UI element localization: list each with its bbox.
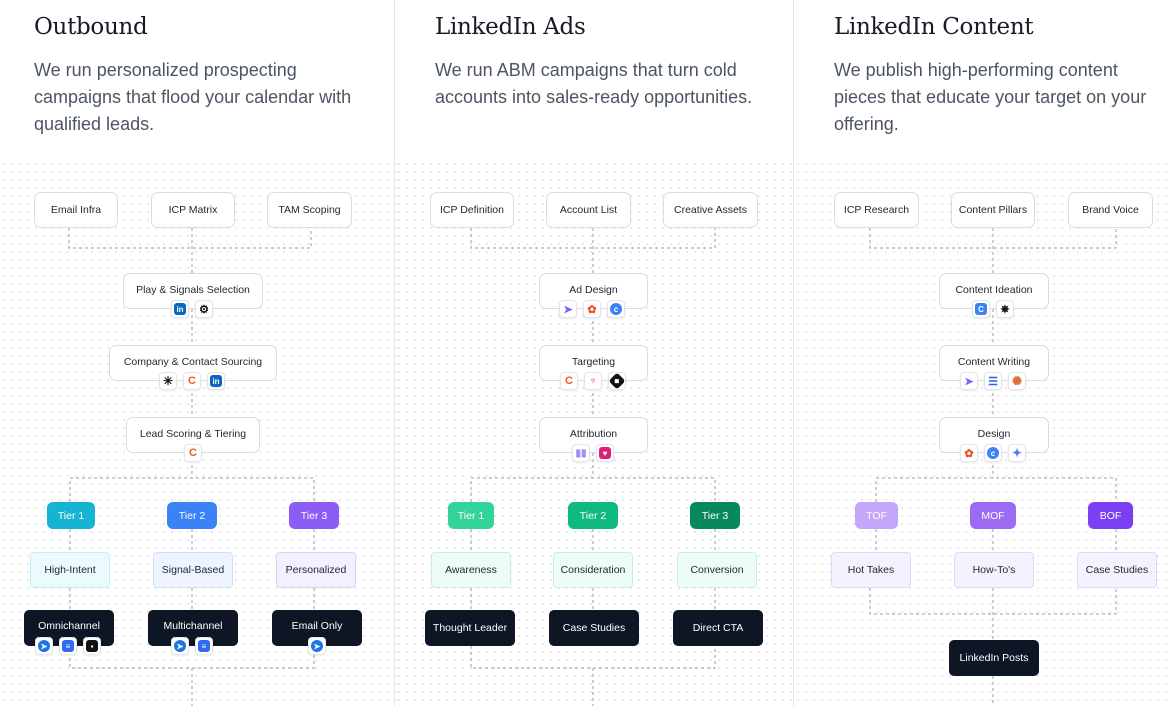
stage-icons: ➤ ✿ c [559, 300, 625, 318]
connector-lines [869, 228, 1117, 706]
stage-icons: ▮▮ ♥ [572, 444, 614, 462]
segment-node[interactable]: Hot Takes [831, 552, 911, 588]
dreamdata-icon: ♥ [596, 444, 614, 462]
input-node-email-infra[interactable]: Email Infra [34, 192, 118, 228]
channel-node[interactable]: Multichannel [148, 610, 238, 646]
instantly-icon: ≡ [195, 637, 213, 655]
cognism-icon: C [972, 300, 990, 318]
section-description: We run personalized prospecting campaign… [34, 60, 352, 134]
stage-icons: ➤ ☰ ✺ [960, 372, 1026, 390]
channel-node[interactable]: Email Only [272, 610, 362, 646]
tier-pill[interactable]: MOF [970, 502, 1016, 529]
stage-node-play-signals[interactable]: Play & Signals Selection [123, 273, 263, 309]
stage-icons: in ⚙ [171, 300, 213, 318]
tier-pill[interactable]: TOF [855, 502, 898, 529]
channel-icons: ➤ ≡ ▪ [35, 637, 101, 655]
tier-pill[interactable]: Tier 1 [448, 502, 494, 529]
input-node-account-list[interactable]: Account List [546, 192, 631, 228]
section-description: We publish high-performing content piece… [834, 60, 1147, 134]
input-node-creative-assets[interactable]: Creative Assets [663, 192, 758, 228]
cognism-icon: C [184, 444, 202, 462]
canva-icon: c [607, 300, 625, 318]
linkedin-ads-column: LinkedIn Ads We run ABM campaigns that t… [394, 0, 793, 706]
input-node-icp-definition[interactable]: ICP Definition [430, 192, 514, 228]
tier-pill[interactable]: Tier 3 [289, 502, 339, 529]
openai-icon: ⚙ [195, 300, 213, 318]
figma-icon: ✿ [960, 444, 978, 462]
instantly-icon: ≡ [59, 637, 77, 655]
input-node-brand-voice[interactable]: Brand Voice [1068, 192, 1153, 228]
input-node-icp-matrix[interactable]: ICP Matrix [151, 192, 235, 228]
canva-icon: c [984, 444, 1002, 462]
stage-node-content-ideation[interactable]: Content Ideation [939, 273, 1049, 309]
channel-node[interactable]: Thought Leader [425, 610, 515, 646]
channel-node[interactable]: Case Studies [549, 610, 639, 646]
section-title: LinkedIn Ads [435, 14, 586, 40]
section-title: LinkedIn Content [834, 14, 1034, 40]
analytics-icon: ▮▮ [572, 444, 590, 462]
lemlist-icon: ➤ [308, 637, 326, 655]
input-node-icp-research[interactable]: ICP Research [834, 192, 919, 228]
segment-node[interactable]: Personalized [276, 552, 356, 588]
gemini-icon: ✦ [1008, 444, 1026, 462]
linkedin-icon: in [171, 300, 189, 318]
cognism-icon: C [560, 372, 578, 390]
stage-node-contact-sourcing[interactable]: Company & Contact Sourcing [109, 345, 277, 381]
stage-icons: ✿ c ✦ [960, 444, 1026, 462]
section-description: We run ABM campaigns that turn cold acco… [435, 60, 753, 107]
gamma-icon: ➤ [559, 300, 577, 318]
perplexity-icon: ✵ [996, 300, 1014, 318]
channel-icons: ➤ [308, 637, 326, 655]
segment-node[interactable]: Case Studies [1077, 552, 1157, 588]
segment-node[interactable]: High-Intent [30, 552, 110, 588]
dialer-icon: ▪ [83, 637, 101, 655]
lemlist-icon: ➤ [35, 637, 53, 655]
output-node-linkedin-posts[interactable]: LinkedIn Posts [949, 640, 1039, 676]
lemlist-icon: ➤ [171, 637, 189, 655]
figma-icon: ✿ [583, 300, 601, 318]
tier-pill[interactable]: Tier 2 [568, 502, 618, 529]
linkedin-content-column: LinkedIn Content We publish high-perform… [793, 0, 1167, 706]
channel-icons: ➤ ≡ [171, 637, 213, 655]
gamma-icon: ➤ [960, 372, 978, 390]
tier-pill[interactable]: BOF [1088, 502, 1133, 529]
cognism-icon: C [183, 372, 201, 390]
zapier-icon: ◆ [608, 372, 626, 390]
stage-icons: C ✵ [972, 300, 1014, 318]
tier-pill[interactable]: Tier 3 [690, 502, 740, 529]
outbound-column: Outbound We run personalized prospecting… [0, 0, 400, 706]
segment-node[interactable]: Conversion [677, 552, 757, 588]
input-node-tam-scoping[interactable]: TAM Scoping [267, 192, 352, 228]
vector-icon: ♆ [584, 372, 602, 390]
section-title: Outbound [34, 14, 148, 40]
tier-pill[interactable]: Tier 2 [167, 502, 217, 529]
segment-node[interactable]: Signal-Based [153, 552, 233, 588]
stage-icons: C ♆ ◆ [560, 372, 626, 390]
segment-node[interactable]: Awareness [431, 552, 511, 588]
segment-node[interactable]: Consideration [553, 552, 633, 588]
clay-icon: ✳ [159, 372, 177, 390]
notion-icon: ☰ [984, 372, 1002, 390]
claude-icon: ✺ [1008, 372, 1026, 390]
stage-icons: ✳ C in [159, 372, 225, 390]
channel-node[interactable]: Direct CTA [673, 610, 763, 646]
tier-pill[interactable]: Tier 1 [47, 502, 95, 529]
input-node-content-pillars[interactable]: Content Pillars [951, 192, 1035, 228]
segment-node[interactable]: How-To's [954, 552, 1034, 588]
linkedin-icon: in [207, 372, 225, 390]
stage-icons: C [184, 444, 202, 462]
stage-node-attribution[interactable]: Attribution [539, 417, 648, 453]
